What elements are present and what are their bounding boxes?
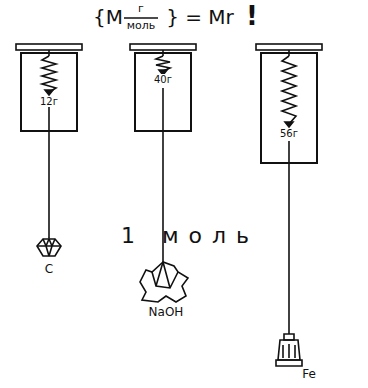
formula-unit: г <box>138 3 144 15</box>
substance-label: Fe <box>302 368 316 381</box>
mount-bar <box>16 44 82 50</box>
carbon-crystal <box>37 239 61 256</box>
substance-label: NaOH <box>149 306 184 319</box>
mass-reading: 56г <box>279 128 299 139</box>
formula-unit: моль <box>127 20 156 32</box>
formula-text: {M <box>93 6 123 28</box>
mount-bar <box>256 44 322 50</box>
mass-reading: 40г <box>153 74 173 85</box>
formula-text: } = Mr <box>166 6 234 28</box>
mass-reading: 12г <box>39 96 59 107</box>
substance-label: C <box>45 263 53 276</box>
spring <box>156 56 170 71</box>
spring <box>42 56 56 92</box>
hook-rod <box>48 106 50 238</box>
quantity-label: 1 моль <box>121 224 259 248</box>
fraction-bar <box>124 17 158 19</box>
spring <box>282 56 296 124</box>
mount-bar <box>130 44 196 50</box>
iron-weight <box>276 334 302 366</box>
spring-scale: 56г <box>260 52 318 164</box>
naoh-lump <box>140 262 188 302</box>
exclamation: ! <box>246 2 258 31</box>
hook-rod <box>288 141 290 334</box>
spring-scale: 40г <box>134 52 192 132</box>
spring-scale: 12г <box>20 52 78 132</box>
